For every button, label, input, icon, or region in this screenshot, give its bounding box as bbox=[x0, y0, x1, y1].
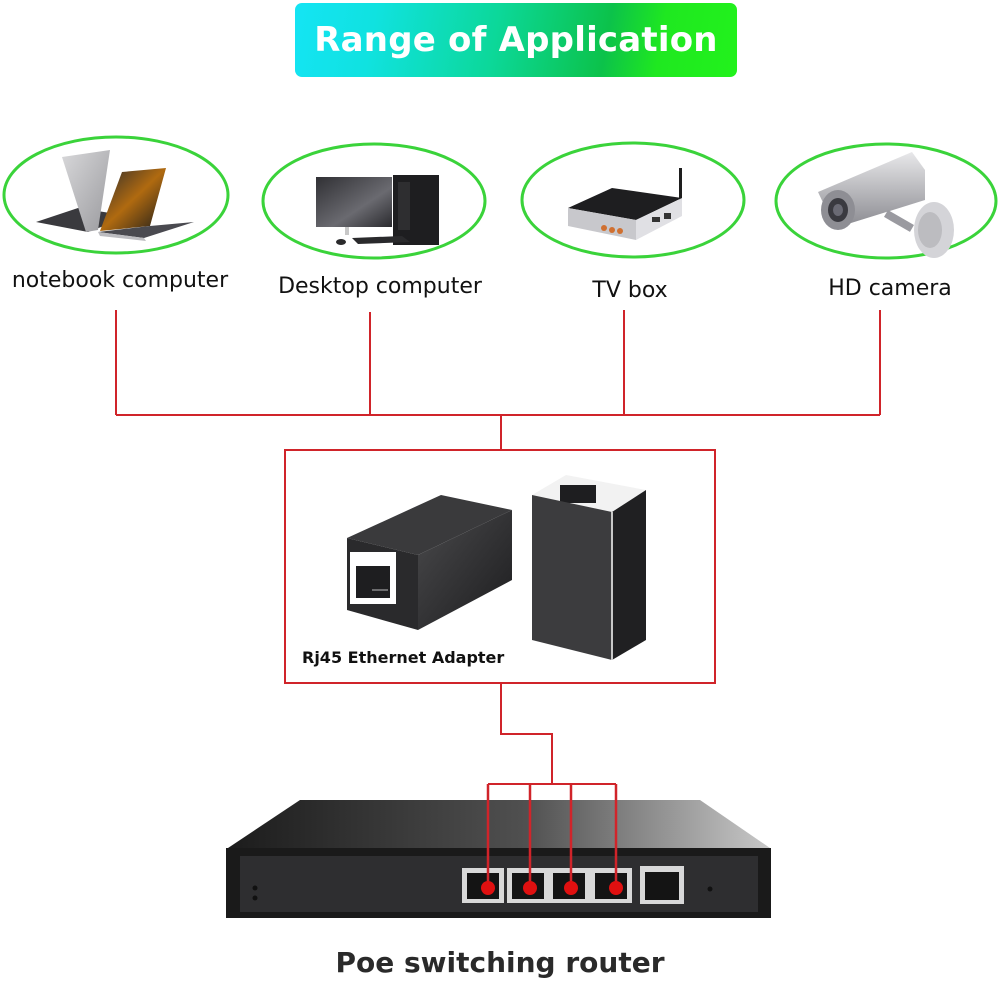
tv-box-icon bbox=[568, 168, 682, 240]
device-label-tv-box: TV box bbox=[592, 278, 668, 303]
device-label-desktop: Desktop computer bbox=[278, 274, 482, 299]
port-dot bbox=[564, 881, 578, 895]
laptop-icon bbox=[36, 150, 194, 241]
port-connector-lines bbox=[486, 784, 618, 888]
connector-lines bbox=[115, 310, 881, 785]
device-ellipse bbox=[2, 135, 230, 255]
adapter-box bbox=[284, 449, 716, 684]
router-port bbox=[507, 868, 549, 903]
port-dot bbox=[609, 881, 623, 895]
device-ellipse bbox=[774, 142, 998, 260]
device-ellipse bbox=[520, 141, 746, 259]
router-wan-port bbox=[640, 866, 684, 904]
adapter-label: Rj45 Ethernet Adapter bbox=[302, 648, 505, 667]
port-dot bbox=[523, 881, 537, 895]
desktop-computer-icon bbox=[316, 175, 439, 245]
device-label-hd-camera: HD camera bbox=[828, 276, 952, 301]
device-ellipse bbox=[261, 142, 487, 260]
title-banner: Range of Application bbox=[295, 3, 737, 77]
page-title: Range of Application bbox=[314, 20, 718, 60]
router-label: Poe switching router bbox=[335, 946, 665, 979]
device-label-notebook: notebook computer bbox=[11, 268, 229, 293]
rj45-coupler-icon bbox=[347, 475, 646, 660]
connector-line bbox=[500, 684, 553, 784]
port-dot bbox=[481, 881, 495, 895]
cctv-camera-icon bbox=[818, 152, 954, 258]
